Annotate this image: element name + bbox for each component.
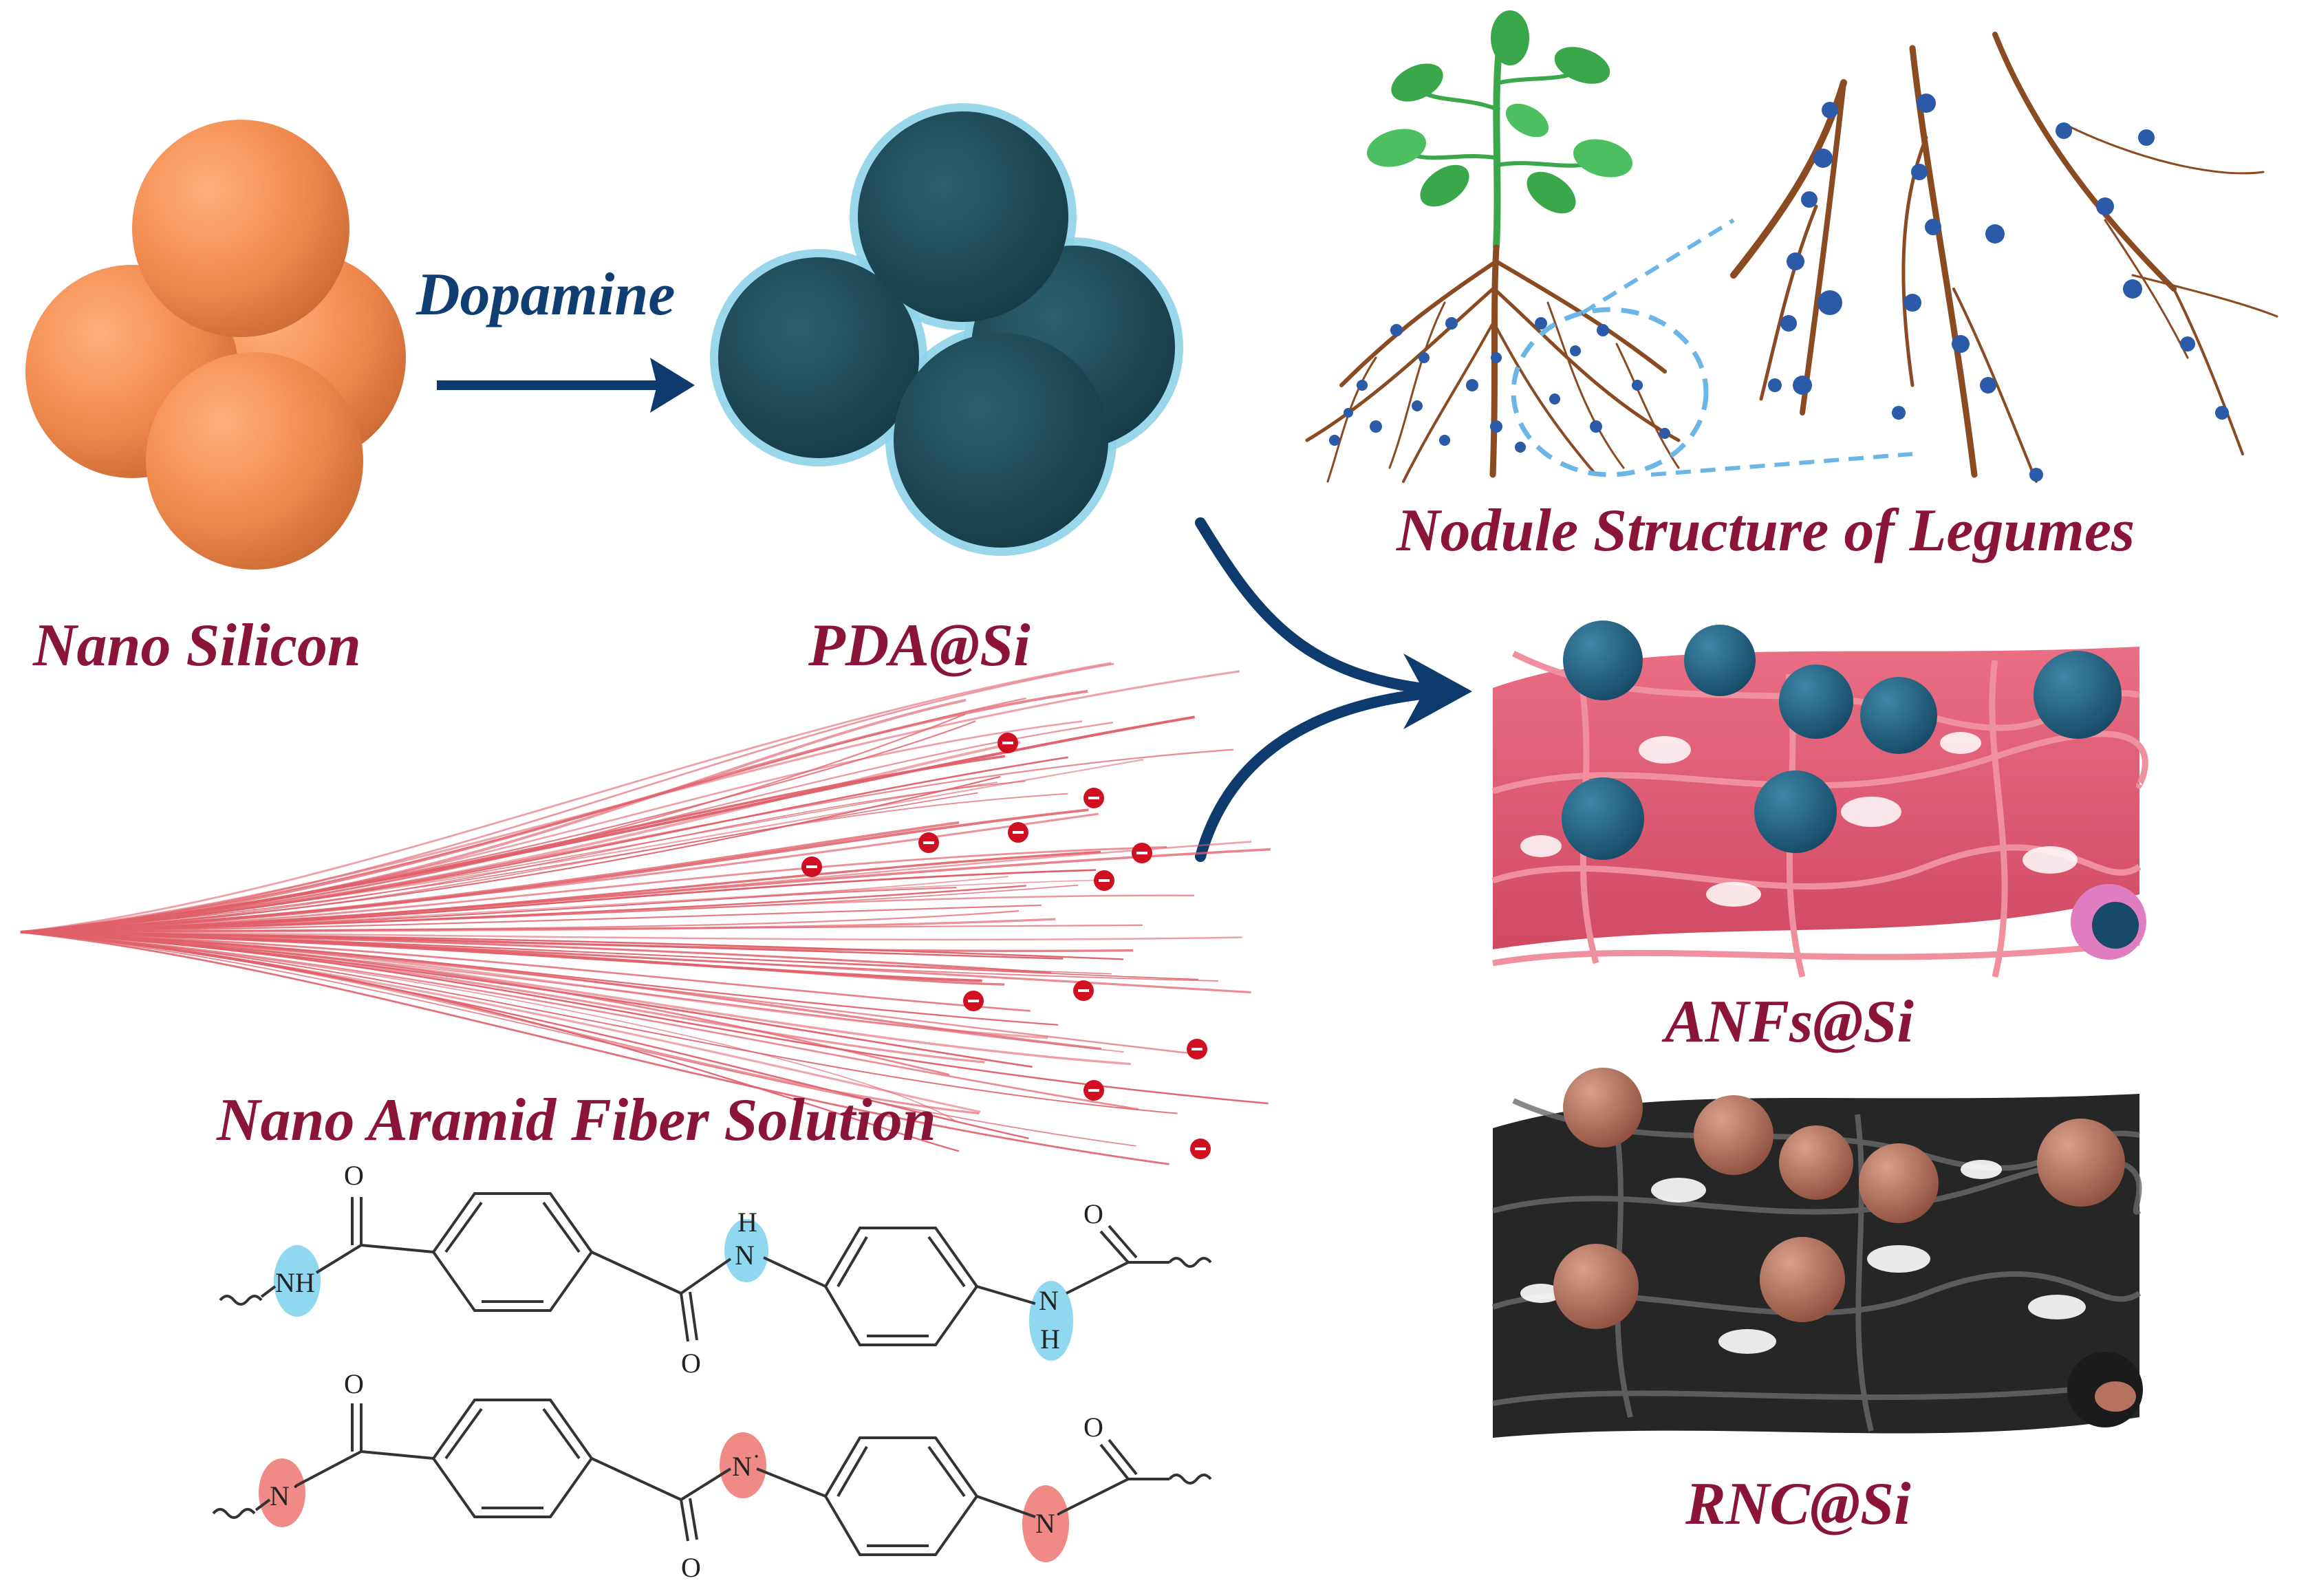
aramid-fiber	[20, 931, 1136, 1147]
aramid-fiber	[20, 931, 960, 1152]
aramid-fiber-bundle	[20, 662, 1271, 1165]
aramid-fiber	[20, 846, 1167, 934]
aramid-fiber	[20, 662, 1114, 934]
aramid-fiber	[20, 792, 1068, 933]
aramid-fiber	[20, 931, 1031, 1012]
aramid-fiber	[20, 697, 1026, 934]
label-dopamine: Dopamine	[416, 261, 676, 328]
negative-charge-marker	[1073, 980, 1094, 1001]
label-rnc-si: RNC@Si	[1685, 1471, 1911, 1538]
aramid-fiber	[20, 781, 998, 933]
negative-charge-marker	[801, 856, 822, 877]
aramid-fiber	[20, 662, 1112, 934]
atom-n-5: N	[1035, 1508, 1055, 1539]
negative-charge-marker	[1190, 1139, 1211, 1159]
atom-o-2: O	[681, 1348, 701, 1379]
atom-n-4: N	[732, 1451, 752, 1482]
rnc-si-network	[1491, 1068, 2143, 1452]
negative-charge-marker	[918, 832, 939, 853]
aramid-fiber	[20, 755, 1006, 934]
aramid-fiber	[20, 931, 1131, 1066]
radical-dot-3: ·	[1055, 1502, 1062, 1527]
aramid-fiber	[20, 931, 1139, 1110]
negative-charges	[801, 733, 1211, 1159]
atom-o-6: O	[1083, 1412, 1103, 1443]
aramid-fiber	[20, 931, 1269, 1105]
aramid-fiber	[20, 780, 1026, 933]
atom-o-1: O	[344, 1160, 364, 1191]
negative-charge-marker	[997, 733, 1018, 753]
radical-dot-1: ·	[292, 1474, 299, 1500]
nano-silicon-cluster	[25, 120, 406, 570]
dopamine-arrow	[437, 358, 695, 413]
aramid-fiber	[20, 931, 1242, 941]
label-nodule-structure: Nodule Structure of Legumes	[1396, 497, 2135, 564]
aramid-fiber	[20, 720, 976, 934]
aramid-fiber	[20, 931, 956, 1122]
aramid-fiber	[20, 931, 1251, 994]
aramid-fiber	[20, 792, 978, 933]
atom-h-1: H	[737, 1207, 757, 1238]
negative-charge-marker	[963, 991, 984, 1011]
atom-n-1: N	[735, 1240, 755, 1271]
aramid-fiber	[20, 884, 1079, 933]
negative-charge-marker	[1083, 1080, 1104, 1101]
atom-n-3: N	[270, 1480, 290, 1511]
label-nano-silicon: Nano Silicon	[33, 612, 361, 679]
aramid-structure-deprotonated: O N · O N · N · O	[212, 1368, 1212, 1583]
anfs-si-network	[1491, 621, 2148, 984]
negative-charge-marker	[1094, 870, 1114, 891]
atom-o-5: O	[681, 1552, 701, 1583]
aramid-fiber	[20, 931, 1169, 1165]
negative-charge-marker	[1132, 843, 1152, 863]
radical-dot-2: ·	[753, 1444, 760, 1469]
magnified-root-nodules	[1730, 32, 2278, 483]
negative-charge-marker	[1083, 788, 1104, 808]
aramid-structure-neutral: O NH O H N N H O	[219, 1160, 1212, 1379]
negative-charge-marker	[1008, 822, 1028, 843]
aramid-fiber	[20, 848, 1271, 934]
merge-arrow	[1195, 517, 1472, 862]
aramid-fiber	[20, 879, 1110, 933]
pda-si-cluster	[710, 103, 1183, 556]
atom-n-2: N	[1039, 1285, 1059, 1316]
label-pda-si: PDA@Si	[808, 612, 1031, 679]
label-anfs-si: ANFs@Si	[1665, 989, 1914, 1055]
label-nano-aramid-fiber-solution: Nano Aramid Fiber Solution	[217, 1087, 936, 1154]
legume-plant-illustration	[1305, 10, 1913, 483]
aramid-fiber	[20, 808, 1089, 934]
aramid-fiber	[20, 931, 1052, 974]
atom-h-2: H	[1040, 1324, 1060, 1355]
atom-o-3: O	[1083, 1198, 1103, 1229]
aramid-fiber	[20, 904, 1042, 934]
atom-o-4: O	[344, 1368, 364, 1399]
negative-charge-marker	[1187, 1039, 1207, 1059]
atom-nh-1: NH	[275, 1267, 315, 1298]
